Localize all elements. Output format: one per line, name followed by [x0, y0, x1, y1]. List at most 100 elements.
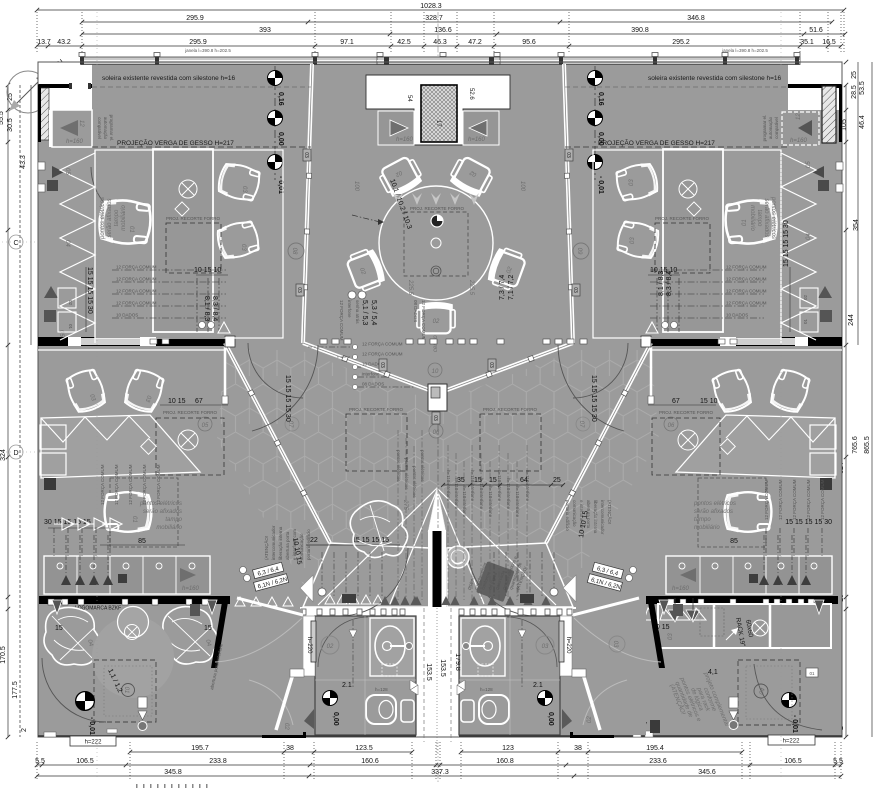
svg-text:106.5: 106.5 — [784, 758, 802, 765]
svg-text:08 DADOS: 08 DADOS — [362, 382, 384, 387]
svg-text:pontos elétricos: pontos elétricos — [693, 501, 736, 507]
svg-text:interfone: interfone — [347, 300, 352, 318]
svg-text:123: 123 — [502, 745, 514, 752]
svg-text:43.3: 43.3 — [20, 155, 27, 169]
svg-text:22: 22 — [310, 537, 318, 544]
svg-text:35: 35 — [457, 477, 465, 484]
svg-text:52.6: 52.6 — [468, 88, 474, 100]
svg-text:interfone: interfone — [362, 372, 380, 377]
svg-text:10 DADOS: 10 DADOS — [116, 313, 138, 318]
svg-text:106.5: 106.5 — [76, 758, 94, 765]
svg-text:337.3: 337.3 — [431, 769, 449, 776]
svg-text:43.2: 43.2 — [57, 39, 71, 46]
svg-text:15 15 15 15 30: 15 15 15 15 30 — [284, 375, 291, 422]
svg-text:03: 03 — [629, 179, 635, 186]
svg-text:15 15 15 15: 15 15 15 15 — [352, 537, 389, 544]
svg-text:soleira existente revestida co: soleira existente revestida com sileston… — [648, 75, 782, 82]
svg-text:60x60: 60x60 — [744, 619, 754, 638]
svg-text:PROJ. RECORTE FORRO: PROJ. RECORTE FORRO — [655, 216, 709, 221]
svg-text:10: 10 — [432, 369, 439, 375]
svg-text:25: 25 — [553, 477, 561, 484]
svg-text:LOGOMARCA BZKF: LOGOMARCA BZKF — [75, 606, 121, 612]
svg-text:0,16: 0,16 — [277, 92, 284, 106]
svg-text:PROJ. RECORTE FORRO: PROJ. RECORTE FORRO — [349, 407, 403, 412]
svg-text:janela l=390.8 h=202.5: janela l=390.8 h=202.5 — [184, 48, 231, 53]
svg-text:03: 03 — [572, 287, 578, 293]
svg-text:12 FORÇA COMUM: 12 FORÇA COMUM — [100, 464, 105, 505]
svg-text:04: 04 — [806, 233, 812, 240]
svg-text:10 15 10: 10 15 10 — [650, 267, 677, 274]
svg-text:12 FORÇA COMUM: 12 FORÇA COMUM — [116, 265, 157, 270]
svg-text:projeto: projeto — [466, 575, 476, 590]
svg-text:04: 04 — [759, 687, 767, 696]
svg-text:12 FORÇA COMUM: 12 FORÇA COMUM — [362, 342, 403, 347]
svg-text:17: 17 — [435, 120, 441, 127]
svg-text:de lógica: de lógica — [487, 571, 498, 590]
svg-text:97.1: 97.1 — [340, 39, 354, 46]
svg-text:8,3 / 8,4: 8,3 / 8,4 — [666, 271, 673, 296]
svg-text:07: 07 — [578, 421, 584, 428]
svg-text:100: 100 — [353, 181, 359, 192]
svg-text:6,3 / 6,4: 6,3 / 6,4 — [596, 566, 619, 578]
svg-text:03: 03 — [240, 244, 246, 251]
svg-text:02: 02 — [587, 716, 593, 723]
svg-text:01: 01 — [809, 671, 815, 676]
svg-text:15 15 15 15 30: 15 15 15 15 30 — [590, 375, 597, 422]
svg-text:5.5: 5.5 — [35, 758, 45, 765]
svg-text:12 FORÇA COMUM: 12 FORÇA COMUM — [142, 464, 147, 505]
svg-text:46.4: 46.4 — [859, 115, 866, 129]
svg-text:136.6: 136.6 — [434, 27, 452, 34]
svg-text:h=110 interfone: h=110 interfone — [446, 470, 451, 502]
svg-text:346.8: 346.8 — [687, 15, 705, 22]
svg-text:08: 08 — [291, 248, 297, 255]
svg-text:PROJ. RECORTE FORRO: PROJ. RECORTE FORRO — [166, 216, 220, 221]
svg-text:h=110 interfone: h=110 interfone — [454, 478, 459, 510]
svg-text:pontos elétricos: pontos elétricos — [396, 450, 401, 482]
svg-text:02: 02 — [506, 266, 514, 275]
svg-text:0,00: 0,00 — [332, 712, 339, 726]
svg-text:serão afixados: serão afixados — [143, 509, 182, 515]
svg-text:PROJEÇÃO VERGA DE GESSO H=217: PROJEÇÃO VERGA DE GESSO H=217 — [598, 138, 715, 147]
svg-text:- 0,01: - 0,01 — [277, 176, 284, 194]
svg-text:pontos elétricos: pontos elétricos — [420, 450, 425, 482]
svg-text:compatível: compatível — [774, 117, 779, 139]
svg-text:0,00: 0,00 — [547, 712, 554, 726]
svg-text:PROJ. RECORTE FORRO: PROJ. RECORTE FORRO — [483, 407, 537, 412]
svg-text:38: 38 — [286, 745, 294, 752]
svg-text:95.6: 95.6 — [522, 39, 536, 46]
svg-text:- 0,01: - 0,01 — [88, 717, 95, 735]
svg-text:programar el.: programar el. — [762, 115, 767, 142]
svg-text:e interfone com: e interfone com — [579, 500, 584, 531]
svg-text:54: 54 — [406, 95, 412, 102]
svg-text:13.7: 13.7 — [37, 39, 51, 46]
svg-text:h=110 interfone: h=110 interfone — [506, 478, 511, 510]
svg-text:295.9: 295.9 — [189, 39, 207, 46]
svg-text:233.8: 233.8 — [209, 758, 227, 765]
svg-text:tampo: tampo — [165, 517, 182, 523]
svg-text:h=110 interfone: h=110 interfone — [479, 478, 484, 510]
svg-text:15: 15 — [204, 625, 212, 632]
svg-text:serão afixados: serão afixados — [694, 509, 733, 515]
svg-text:portaria edifício: portaria edifício — [565, 500, 570, 531]
svg-text:03: 03 — [488, 362, 494, 368]
svg-text:01: 01 — [742, 219, 748, 226]
svg-text:51.6: 51.6 — [809, 27, 823, 34]
svg-text:intercomunicador: intercomunicador — [600, 500, 605, 535]
svg-text:comunicação: comunicação — [299, 533, 304, 560]
svg-text:liberação interna: liberação interna — [278, 526, 283, 560]
svg-text:compatível: compatível — [97, 117, 102, 139]
svg-text:38: 38 — [574, 745, 582, 752]
svg-text:15: 15 — [474, 477, 482, 484]
svg-text:30 15 15 15 15: 30 15 15 15 15 — [44, 519, 91, 526]
svg-text:mobiliário: mobiliário — [121, 205, 127, 231]
svg-text:automação: automação — [768, 116, 773, 139]
svg-text:100: 100 — [519, 181, 525, 192]
svg-text:67: 67 — [195, 398, 203, 405]
svg-text:automação: automação — [103, 117, 108, 140]
svg-text:h=160: h=160 — [396, 137, 414, 143]
svg-text:328.7: 328.7 — [425, 15, 443, 22]
svg-text:12 FORÇA COMUM: 12 FORÇA COMUM — [362, 352, 403, 357]
svg-text:tampo: tampo — [756, 210, 762, 227]
svg-text:179.8: 179.8 — [454, 653, 461, 671]
svg-text:PROJ. RECORTE FORRO: PROJ. RECORTE FORRO — [410, 206, 464, 211]
